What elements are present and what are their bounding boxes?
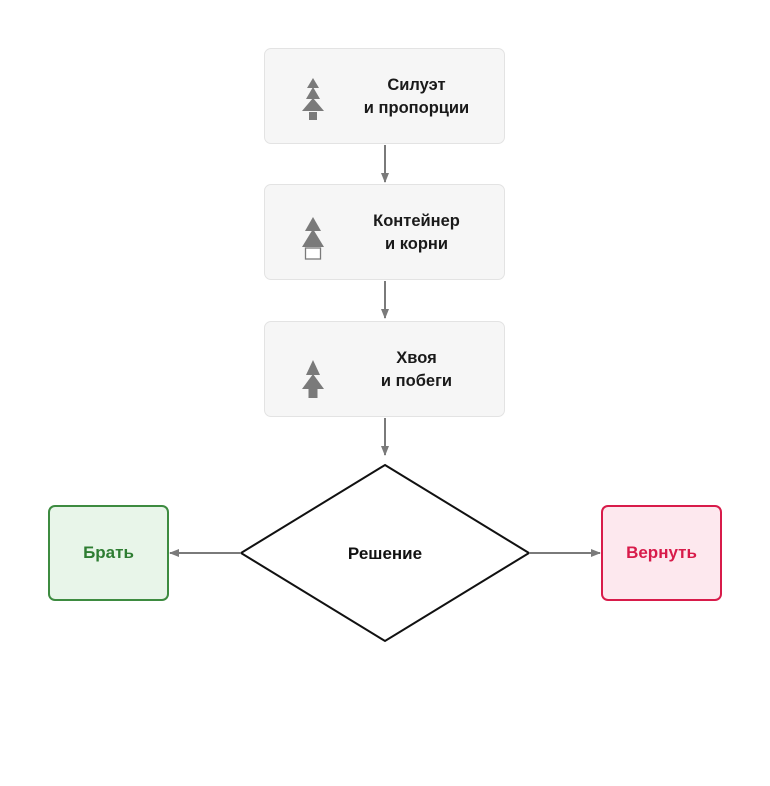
tree-container-icon (302, 217, 324, 260)
step-label-line1: Силуэт (387, 76, 446, 94)
outcome-return: Вернуть (601, 505, 722, 601)
step-label-line2: и корни (384, 235, 449, 253)
decision-label: Решение (347, 544, 423, 563)
step-label-container: Контейнер и корни (329, 185, 504, 281)
tree-needles-icon (302, 360, 324, 398)
step-label-silhouette: Силуэт и пропорции (329, 49, 504, 145)
outcome-take-label: Брать (83, 543, 134, 562)
step-box-container: Контейнер и корни (264, 184, 505, 280)
step-label-line2: и побеги (380, 372, 453, 390)
outcome-take: Брать (48, 505, 169, 601)
step-label-line1: Контейнер (373, 212, 460, 230)
tree-silhouette-icon (302, 78, 324, 120)
step-label-line2: и пропорции (363, 99, 470, 117)
outcome-return-label: Вернуть (626, 543, 697, 562)
step-label-line1: Хвоя (396, 349, 437, 367)
step-box-silhouette: Силуэт и пропорции (264, 48, 505, 144)
step-box-needles: Хвоя и побеги (264, 321, 505, 417)
step-label-needles: Хвоя и побеги (329, 322, 504, 418)
decision-diamond (239, 463, 531, 643)
